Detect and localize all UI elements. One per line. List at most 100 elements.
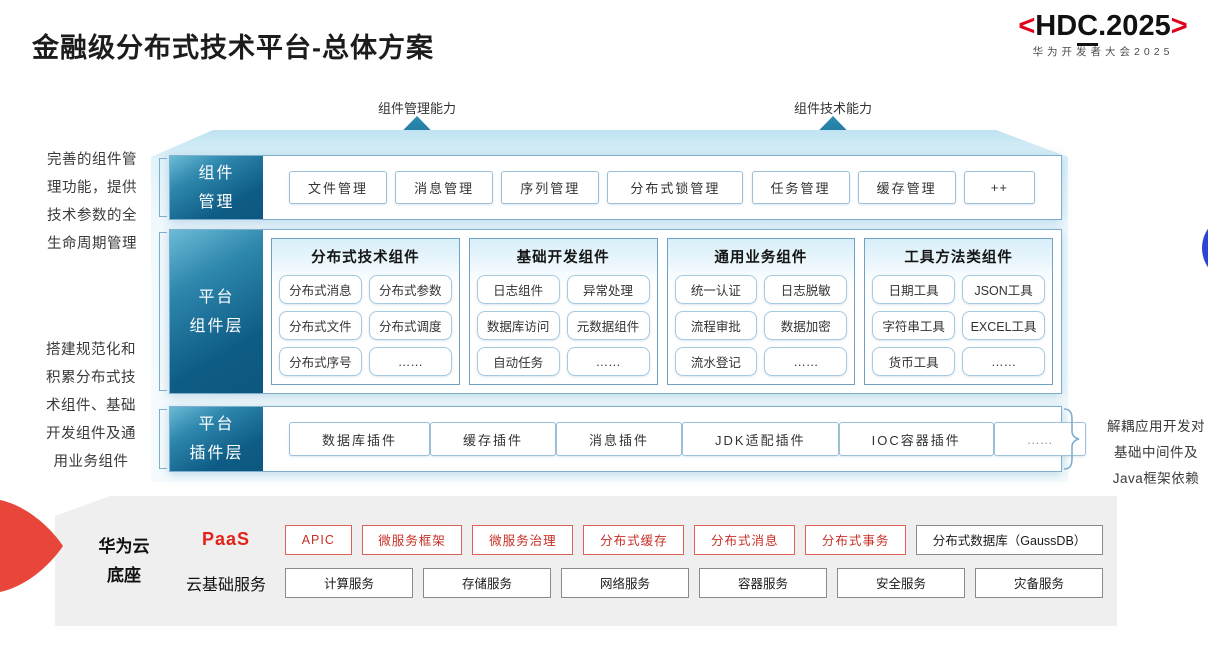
blue-dot-decoration [1202, 214, 1208, 282]
paas-chip: 微服务框架 [361, 524, 463, 555]
cloud-services-label: 云基础服务 [185, 576, 266, 594]
component-chip: 日志组件 [476, 275, 560, 304]
hdc-logo-text: <HDC.2025> [1002, 10, 1204, 46]
component-chip: 分布式序号 [279, 347, 362, 376]
component-chip: 日期工具 [872, 275, 956, 304]
row-bracket [159, 158, 167, 217]
cloud-service-chip: 容器服务 [699, 567, 827, 598]
panel-grid: 统一认证 日志脱敏 流程审批 数据加密 流水登记 …… [668, 273, 855, 384]
layer-platform-plugins: 平台 插件层 数据库插件 缓存插件 消息插件 JDK适配插件 IOC容器插件 …… [169, 406, 1086, 472]
layer-content: 分布式技术组件 分布式消息 分布式参数 分布式文件 分布式调度 分布式序号 ……… [263, 230, 1061, 393]
management-chip: 缓存管理 [857, 171, 956, 204]
red-wedge-icon [0, 500, 63, 592]
logo-year: .2025 [1098, 10, 1171, 42]
layer-label-component-management: 组件 管理 [170, 156, 263, 219]
component-chip: 自动任务 [476, 347, 560, 376]
component-chip: 数据加密 [764, 311, 848, 340]
component-chip-more: …… [368, 347, 452, 376]
component-chip: 流程审批 [674, 311, 758, 340]
component-chip: 异常处理 [566, 275, 650, 304]
plugin-chip: IOC容器插件 [838, 422, 994, 456]
cloud-service-chip: 计算服务 [285, 567, 413, 598]
foundation-label: 华为云 底座 [98, 537, 150, 585]
note-decoupling: 解耦应用开发对 基础中间件及 Java框架依赖 [1107, 419, 1205, 486]
management-chip: 文件管理 [289, 171, 388, 204]
row-bracket [159, 409, 167, 469]
panel-title: 工具方法类组件 [904, 249, 1013, 266]
component-chip-more: …… [566, 347, 650, 376]
panel-utility-tools: 工具方法类组件 日期工具 JSON工具 字符串工具 EXCEL工具 货币工具 …… [864, 238, 1053, 385]
panel-grid: 日期工具 JSON工具 字符串工具 EXCEL工具 货币工具 …… [865, 273, 1052, 384]
management-chip-plus: ++ [963, 171, 1035, 204]
management-chip: 任务管理 [751, 171, 850, 204]
row-bracket [159, 232, 167, 391]
component-chip: 分布式参数 [368, 275, 452, 304]
panel-distributed-tech: 分布式技术组件 分布式消息 分布式参数 分布式文件 分布式调度 分布式序号 …… [271, 238, 460, 385]
component-chip: 流水登记 [674, 347, 758, 376]
layer-label-platform-components: 平台 组件层 [170, 230, 263, 393]
panel-title: 基础开发组件 [516, 249, 610, 266]
component-chip: 元数据组件 [566, 311, 650, 340]
paas-chips: APIC 微服务框架 微服务治理 分布式缓存 分布式消息 分布式事务 分布式数据… [285, 524, 1103, 555]
paas-chip: 分布式消息 [694, 524, 796, 555]
component-chip: 日志脱敏 [764, 275, 848, 304]
capability-label-management: 组件管理能力 [377, 101, 456, 116]
plugin-chip: 消息插件 [556, 422, 683, 456]
paas-chip-gaussdb: 分布式数据库（GaussDB） [916, 524, 1103, 555]
layer-platform-components: 平台 组件层 分布式技术组件 分布式消息 分布式参数 分布式文件 分布式调度 分… [169, 229, 1062, 394]
cloud-service-chip: 灾备服务 [975, 567, 1103, 598]
brace-icon [1063, 408, 1080, 470]
plugin-chip-more: …… [993, 422, 1086, 456]
paas-chip: 分布式缓存 [583, 524, 685, 555]
component-chip-more: …… [764, 347, 848, 376]
component-chip: 分布式调度 [368, 311, 452, 340]
capability-label-technology: 组件技术能力 [793, 101, 872, 116]
huawei-cloud-foundation: 华为云 底座 PaaS APIC 微服务框架 微服务治理 分布式缓存 分布式消息… [55, 496, 1117, 626]
logo-c-underlined: C [1077, 10, 1099, 46]
component-chip: JSON工具 [962, 275, 1045, 304]
component-chip: 统一认证 [674, 275, 758, 304]
management-chip: 分布式锁管理 [607, 171, 744, 204]
paas-chip: 分布式事务 [805, 524, 907, 555]
cloud-services-row: 云基础服务 计算服务 存储服务 网络服务 容器服务 安全服务 灾备服务 [179, 567, 1103, 598]
component-chip: 数据库访问 [476, 311, 560, 340]
plugin-chip: 数据库插件 [289, 422, 431, 456]
layer-content: 文件管理 消息管理 序列管理 分布式锁管理 任务管理 缓存管理 ++ [263, 156, 1061, 219]
logo-right-bracket: > [1170, 10, 1188, 42]
logo-left-bracket: < [1018, 10, 1036, 42]
panel-grid: 日志组件 异常处理 数据库访问 元数据组件 自动任务 …… [470, 273, 657, 384]
layer-label-platform-plugins: 平台 插件层 [170, 407, 263, 471]
hdc-logo-subtitle: 华为开发者大会2025 [1032, 46, 1174, 58]
panel-common-business: 通用业务组件 统一认证 日志脱敏 流程审批 数据加密 流水登记 …… [666, 238, 856, 385]
component-chip: 货币工具 [872, 347, 956, 376]
cloud-services-chips: 计算服务 存储服务 网络服务 容器服务 安全服务 灾备服务 [285, 567, 1103, 598]
layer-component-management: 组件 管理 文件管理 消息管理 序列管理 分布式锁管理 任务管理 缓存管理 ++ [169, 155, 1062, 220]
panel-basic-dev: 基础开发组件 日志组件 异常处理 数据库访问 元数据组件 自动任务 …… [468, 238, 658, 385]
hdc-logo: <HDC.2025> 华为开发者大会2025 [1002, 10, 1204, 58]
logo-hd: HD [1035, 10, 1078, 42]
page-title: 金融级分布式技术平台-总体方案 [32, 33, 434, 63]
component-chip: 分布式消息 [279, 275, 362, 304]
paas-label: PaaS [201, 529, 251, 549]
layer-content: 数据库插件 缓存插件 消息插件 JDK适配插件 IOC容器插件 …… [263, 407, 1112, 471]
cloud-service-chip: 存储服务 [423, 567, 551, 598]
component-chip: 分布式文件 [279, 311, 362, 340]
cloud-service-chip: 网络服务 [561, 567, 689, 598]
note-component-management: 完善的组件管 理功能，提供 技术参数的全 生命周期管理 [47, 152, 137, 252]
component-chip-more: …… [962, 347, 1045, 376]
component-chip: EXCEL工具 [962, 311, 1045, 340]
plugin-chip: 缓存插件 [430, 422, 557, 456]
panel-title: 分布式技术组件 [311, 249, 420, 266]
management-chip: 消息管理 [395, 171, 494, 204]
note-component-building: 搭建规范化和 积累分布式技 术组件、基础 开发组件及通 用业务组件 [46, 342, 136, 470]
foundation-rows: PaaS APIC 微服务框架 微服务治理 分布式缓存 分布式消息 分布式事务 … [179, 524, 1117, 598]
panel-title: 通用业务组件 [714, 249, 808, 266]
component-chip: 字符串工具 [872, 311, 956, 340]
cloud-service-chip: 安全服务 [837, 567, 965, 598]
plugin-chip: JDK适配插件 [682, 422, 839, 456]
management-chip: 序列管理 [501, 171, 600, 204]
paas-chip: APIC [285, 524, 352, 555]
panel-grid: 分布式消息 分布式参数 分布式文件 分布式调度 分布式序号 …… [272, 273, 459, 384]
paas-row: PaaS APIC 微服务框架 微服务治理 分布式缓存 分布式消息 分布式事务 … [179, 524, 1103, 555]
paas-chip: 微服务治理 [472, 524, 574, 555]
